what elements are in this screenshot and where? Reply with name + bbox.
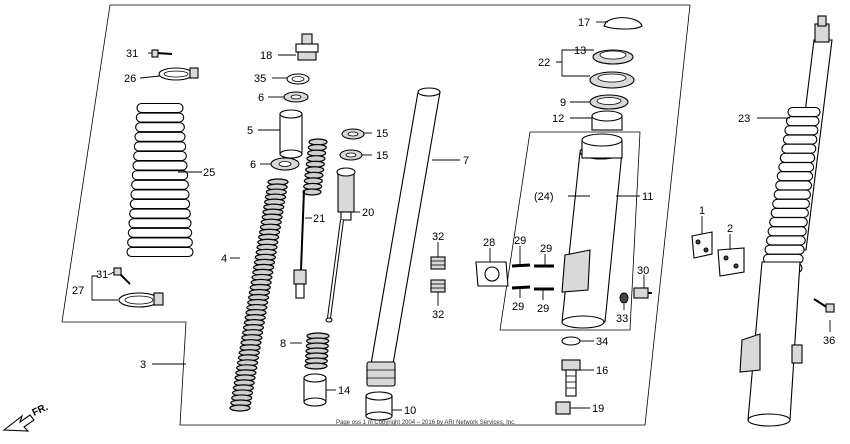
label-12: 12: [552, 113, 564, 125]
dust-seal-13: [592, 49, 634, 65]
bracket-1: [691, 231, 713, 259]
leader-lines: [91, 21, 831, 411]
label-3: 3: [140, 359, 146, 371]
slider-bushing-12: [591, 110, 623, 131]
backup-ring-9: [589, 94, 629, 110]
label-6-top: 6: [258, 92, 264, 104]
label-24: (24): [534, 191, 554, 203]
bolt-36: [813, 298, 835, 313]
label-15-lower: 15: [376, 150, 388, 162]
label-31-lower: 31: [96, 269, 108, 281]
washer-15-top: [341, 128, 365, 140]
circlip-17: [603, 17, 643, 30]
washer-15-lower: [339, 149, 363, 161]
label-36: 36: [823, 335, 835, 347]
label-13: 13: [574, 45, 586, 57]
oil-seal-22: [589, 71, 635, 89]
bleed-screw-30: [633, 287, 652, 299]
collar-6-top: [283, 91, 309, 103]
label-27: 27: [72, 285, 84, 297]
fork-spring-4: [229, 178, 289, 412]
washer-34: [561, 336, 581, 346]
copyright-caption: Page oss 1 m Copyright 2004 – 2016 by AR…: [336, 420, 516, 426]
label-6-lower: 6: [250, 159, 256, 171]
label-19: 19: [592, 403, 604, 415]
bushing-10: [365, 391, 393, 421]
label-21: 21: [313, 213, 325, 225]
label-2: 2: [727, 223, 733, 235]
label-17: 17: [578, 17, 590, 29]
bracket-2: [717, 247, 745, 277]
label-32-upper: 32: [432, 231, 444, 243]
label-9: 9: [560, 97, 566, 109]
label-31-top: 31: [126, 48, 138, 60]
label-18: 18: [260, 50, 272, 62]
label-16: 16: [596, 365, 608, 377]
label-29-c: 29: [512, 301, 524, 313]
collar-6-lower: [270, 157, 300, 171]
label-34: 34: [596, 336, 608, 348]
clamp-band-26: [158, 67, 199, 81]
rebound-spring-8: [304, 332, 330, 370]
damper-cylinder-20: [325, 167, 356, 323]
outer-slider-11: [561, 144, 623, 329]
part-labels: 31 26 25 31 27 3 18 35 6 5 6 4 21 20 15 …: [72, 17, 835, 417]
fork-bolt-cap-18: [295, 33, 319, 61]
axle-holder-28: [475, 261, 509, 287]
label-1: 1: [699, 205, 705, 217]
label-8: 8: [280, 338, 286, 350]
front-direction-label: FR.: [31, 402, 50, 419]
label-33: 33: [616, 313, 628, 325]
label-28: 28: [483, 237, 495, 249]
inner-tube-7: [366, 87, 441, 387]
label-29-a: 29: [514, 235, 526, 247]
label-20: 20: [362, 207, 374, 219]
nut-32-upper: [430, 256, 446, 270]
label-29-b: 29: [540, 243, 552, 255]
label-32-lower: 32: [432, 309, 444, 321]
o-ring-35: [286, 73, 310, 85]
fork-boot-25: [126, 102, 194, 258]
label-10: 10: [404, 405, 416, 417]
assembly-outline: [61, 4, 691, 426]
label-15-top: 15: [376, 128, 388, 140]
label-25: 25: [203, 167, 215, 179]
label-5: 5: [247, 125, 253, 137]
label-30: 30: [637, 265, 649, 277]
label-11: 11: [642, 191, 653, 203]
piston-14: [303, 373, 327, 407]
front-fork-assembly-23: [739, 15, 833, 427]
label-35: 35: [254, 73, 266, 85]
label-29-d: 29: [537, 303, 549, 315]
sub-assembly-frame: [499, 131, 641, 331]
label-14: 14: [338, 385, 350, 397]
front-direction-arrow: FR.: [2, 402, 50, 432]
clamp-band-27: [113, 267, 164, 308]
stud-29-group: [511, 263, 554, 291]
damper-rod-21: [293, 138, 328, 299]
washer-33: [619, 292, 629, 304]
spacer-tube-5: [279, 109, 303, 159]
nut-19: [555, 401, 571, 415]
label-7: 7: [463, 155, 469, 167]
slider-top-24: [581, 133, 623, 159]
label-26: 26: [124, 73, 136, 85]
label-22: 22: [538, 57, 550, 69]
bolt-31-top: [151, 49, 173, 58]
label-4: 4: [221, 253, 227, 265]
socket-bolt-16: [561, 359, 581, 397]
label-23: 23: [738, 113, 750, 125]
nut-32-lower: [430, 279, 446, 293]
